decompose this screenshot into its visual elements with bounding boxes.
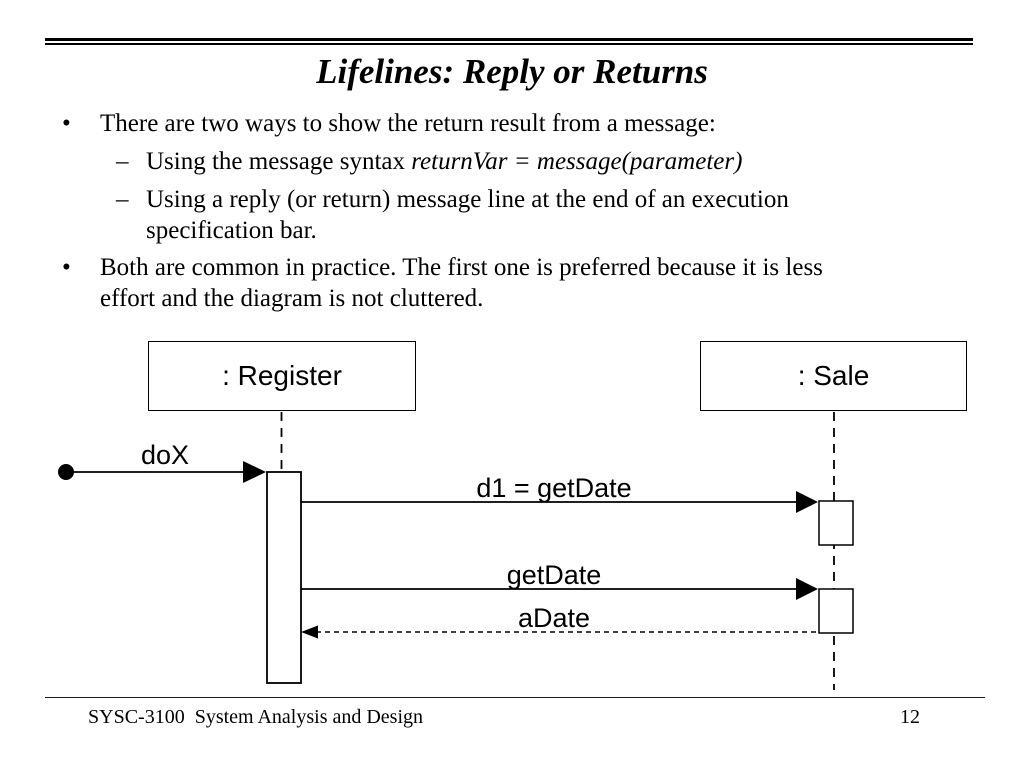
sale-object-label: : Sale bbox=[797, 360, 870, 391]
slide-title: Lifelines: Reply or Returns bbox=[316, 52, 708, 91]
footer-page-number: 12 bbox=[900, 706, 920, 728]
bullet-marker: • bbox=[62, 254, 71, 281]
message1-arrowhead-icon bbox=[796, 491, 818, 513]
register-execution-bar bbox=[266, 471, 302, 684]
register-object-label: : Register bbox=[222, 360, 342, 391]
found-message-label: doX bbox=[140, 440, 190, 470]
bullet-marker: • bbox=[62, 110, 71, 137]
sub-bullet-2-line2: specification bar. bbox=[146, 217, 317, 244]
dash-marker: – bbox=[116, 186, 129, 213]
sale-execution-bar-1 bbox=[818, 500, 854, 546]
bullet-2-text: Both are common in practice. The first o… bbox=[100, 252, 980, 314]
register-object-box: : Register bbox=[148, 341, 416, 411]
sale-object-box: : Sale bbox=[700, 341, 967, 411]
bullet-2-line1: Both are common in practice. The first o… bbox=[100, 254, 823, 281]
dash-marker: – bbox=[116, 148, 129, 175]
reply-arrowhead-icon bbox=[301, 625, 318, 639]
sub-bullet-2-line1: Using a reply (or return) message line a… bbox=[146, 186, 789, 213]
sub-bullet-1-text: Using the message syntax returnVar = mes… bbox=[146, 146, 946, 177]
sale-execution-bar-2 bbox=[818, 588, 854, 634]
bullet-2-line2: effort and the diagram is not cluttered. bbox=[100, 285, 484, 312]
sub-bullet-2-text: Using a reply (or return) message line a… bbox=[146, 184, 946, 246]
title-divider-rule bbox=[45, 38, 973, 45]
footer-course-text: SYSC-3100 System Analysis and Design bbox=[88, 706, 424, 728]
sub-bullet-1-prefix: Using the message syntax bbox=[146, 148, 412, 175]
footer-rule bbox=[45, 697, 985, 698]
reply-message-label: aDate bbox=[517, 603, 591, 633]
sub-bullet-1-code: returnVar = message(parameter) bbox=[411, 148, 743, 175]
message2-label: getDate bbox=[506, 560, 602, 590]
bullet-1-text: There are two ways to show the return re… bbox=[100, 110, 716, 137]
message2-arrowhead-icon bbox=[796, 578, 818, 600]
found-message-start-circle bbox=[58, 464, 74, 480]
message1-label: d1 = getDate bbox=[476, 473, 632, 503]
found-message-arrowhead-icon bbox=[243, 461, 266, 483]
